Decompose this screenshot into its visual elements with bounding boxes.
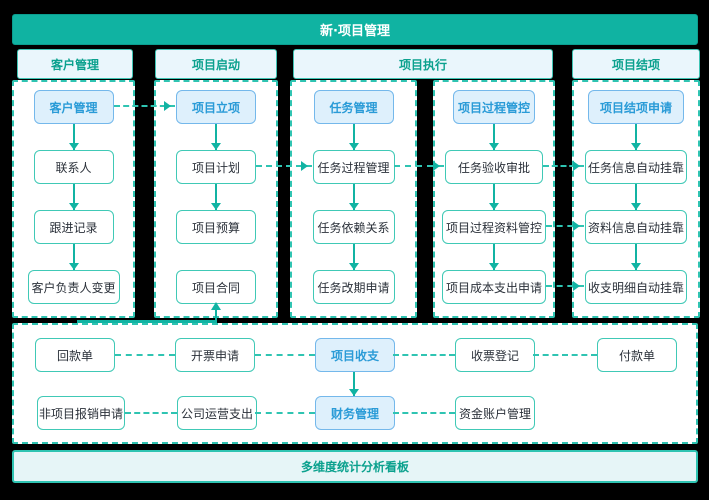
node-project-process-document-control: 项目过程资料管控 xyxy=(442,210,546,244)
node-customer-owner-change: 客户负责人变更 xyxy=(27,270,120,304)
column-header-project-initiation: 项目启动 xyxy=(155,49,277,79)
node-income-expense-auto-attach: 收支明细自动挂靠 xyxy=(585,270,687,304)
dashed-link xyxy=(255,354,315,356)
node-project-budget: 项目预算 xyxy=(176,210,256,244)
node-project-process-control: 项目过程管控 xyxy=(453,90,535,124)
column-header-project-closure: 项目结项 xyxy=(572,49,700,79)
arrow-down xyxy=(348,184,359,210)
task-management-column: 任务管理 任务过程管理 任务依赖关系 任务改期申请 xyxy=(290,80,417,318)
dashed-link xyxy=(115,354,175,356)
project-initiation-column: 项目立项 项目计划 项目预算 项目合同 xyxy=(154,80,278,318)
dashed-arrow-cost-to-income-expense xyxy=(546,281,584,291)
column-header-customer-management: 客户管理 xyxy=(17,49,133,79)
node-project-income-expense: 项目收支 xyxy=(315,338,395,372)
node-contacts: 联系人 xyxy=(33,150,114,184)
bottom-banner-title: 多维度统计分析看板 xyxy=(300,460,409,474)
dashed-arrow-acceptance-to-task-info xyxy=(543,161,584,171)
dashed-link xyxy=(393,354,455,356)
dashed-arrow-task-process-to-acceptance xyxy=(394,161,444,171)
dashed-arrow-customer-to-approval xyxy=(114,101,175,111)
customer-management-column: 客户管理 联系人 跟进记录 客户负责人变更 xyxy=(12,80,135,318)
dashed-link xyxy=(533,354,597,356)
dashed-arrow-docs-to-document-info xyxy=(546,221,584,231)
arrow-down xyxy=(631,244,641,270)
connector-line-to-contract xyxy=(215,309,217,322)
arrow-down xyxy=(348,124,359,150)
arrow-down xyxy=(489,244,499,270)
project-process-control-column: 项目过程管控 任务验收审批 项目过程资料管控 项目成本支出申请 xyxy=(433,80,555,318)
node-finance-management: 财务管理 xyxy=(315,396,395,430)
top-banner: 新·项目管理 xyxy=(12,14,698,45)
node-task-management: 任务管理 xyxy=(313,90,394,124)
node-task-process-management: 任务过程管理 xyxy=(312,150,395,184)
dashed-link xyxy=(255,412,315,414)
arrow-up-into-contract xyxy=(211,302,221,310)
arrow-down xyxy=(348,244,359,270)
arrow-down xyxy=(489,124,499,150)
node-project-contract: 项目合同 xyxy=(176,270,256,304)
dashed-arrow-plan-to-task-process xyxy=(256,161,312,171)
top-banner-title: 新·项目管理 xyxy=(320,24,390,39)
node-task-dependencies: 任务依赖关系 xyxy=(312,210,395,244)
node-task-acceptance-approval: 任务验收审批 xyxy=(445,150,543,184)
finance-section: 回款单 开票申请 项目收支 收票登记 付款单 非项目报销申请 公司运营支出 财务… xyxy=(12,323,698,444)
arrow-down xyxy=(631,124,641,150)
node-project-plan: 项目计划 xyxy=(176,150,256,184)
dashed-link xyxy=(125,412,177,414)
node-customer-management: 客户管理 xyxy=(33,90,114,124)
node-invoice-receipt-register: 收票登记 xyxy=(455,338,535,372)
arrow-down xyxy=(68,184,79,210)
node-project-approval: 项目立项 xyxy=(176,90,256,124)
node-company-operating-expense: 公司运营支出 xyxy=(177,396,257,430)
node-document-info-auto-attach: 资料信息自动挂靠 xyxy=(585,210,687,244)
node-non-project-reimbursement: 非项目报销申请 xyxy=(37,396,125,430)
arrow-down xyxy=(631,184,641,210)
arrow-income-expense-to-finance xyxy=(349,372,359,396)
project-closure-column: 项目结项申请 任务信息自动挂靠 资料信息自动挂靠 收支明细自动挂靠 xyxy=(572,80,700,318)
arrow-down xyxy=(68,124,79,150)
node-payment-note: 付款单 xyxy=(597,338,677,372)
node-task-reschedule-request: 任务改期申请 xyxy=(312,270,395,304)
arrow-down xyxy=(211,124,221,150)
node-fund-account-management: 资金账户管理 xyxy=(455,396,535,430)
column-header-project-execution: 项目执行 xyxy=(293,49,553,79)
node-task-info-auto-attach: 任务信息自动挂靠 xyxy=(585,150,687,184)
node-project-cost-expense-request: 项目成本支出申请 xyxy=(442,270,546,304)
node-project-closure-request: 项目结项申请 xyxy=(588,90,684,124)
bottom-banner: 多维度统计分析看板 xyxy=(12,450,698,483)
node-follow-up-records: 跟进记录 xyxy=(33,210,114,244)
node-invoice-request: 开票申请 xyxy=(175,338,255,372)
arrow-down xyxy=(68,244,79,270)
node-receipt-note: 回款单 xyxy=(35,338,115,372)
arrow-down xyxy=(211,184,221,210)
dashed-link xyxy=(393,412,455,414)
connector-line-horizontal xyxy=(77,320,217,323)
arrow-down xyxy=(489,184,499,210)
